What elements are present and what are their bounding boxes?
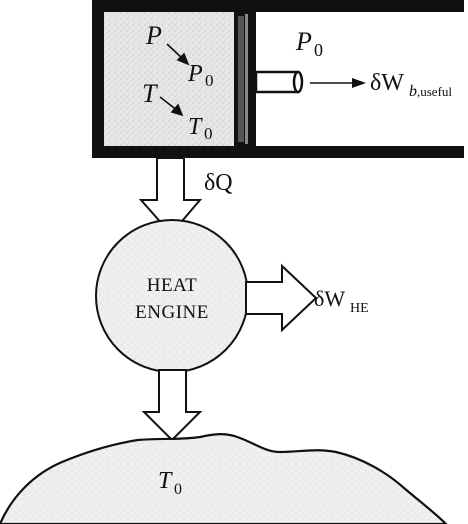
label-P0-outside: P [295, 27, 312, 56]
work-out-arrow [245, 263, 318, 333]
reservoir-surface [0, 433, 448, 524]
cylinder-walls [92, 0, 464, 158]
label-P0-inside-sub: 0 [205, 71, 214, 90]
useful-work-prefix: δW [370, 70, 404, 96]
label-dQ: δQ [204, 170, 233, 196]
label-reservoir-T0: T [158, 468, 173, 494]
label-P: P [145, 21, 162, 50]
piston-rod [254, 70, 304, 94]
useful-work-arrow [310, 78, 366, 88]
label-reservoir-T0-sub: 0 [174, 481, 182, 498]
useful-work-sub-rest: ,useful [417, 84, 452, 99]
label-useful-work: δW b ,useful [370, 70, 452, 100]
label-T0-inside-sub: 0 [204, 124, 213, 143]
heat-out-arrow [141, 369, 203, 442]
work-he-prefix: δW [314, 286, 345, 311]
state-change-arrows [159, 43, 190, 117]
label-P0-inside: P [187, 61, 203, 87]
label-work-he: δW HE [314, 286, 369, 316]
engine-label-line1: HEAT [147, 275, 198, 296]
engine-label-line2: ENGINE [135, 302, 209, 323]
work-he-sub: HE [350, 301, 369, 316]
label-T: T [142, 79, 158, 108]
heat-in-arrow [138, 157, 203, 236]
useful-work-sub-b: b [409, 83, 417, 100]
label-T0-inside: T [188, 114, 203, 140]
label-P0-outside-sub: 0 [314, 40, 323, 60]
gas-region [100, 6, 234, 150]
piston [234, 12, 256, 146]
heat-engine-circle [95, 219, 249, 373]
